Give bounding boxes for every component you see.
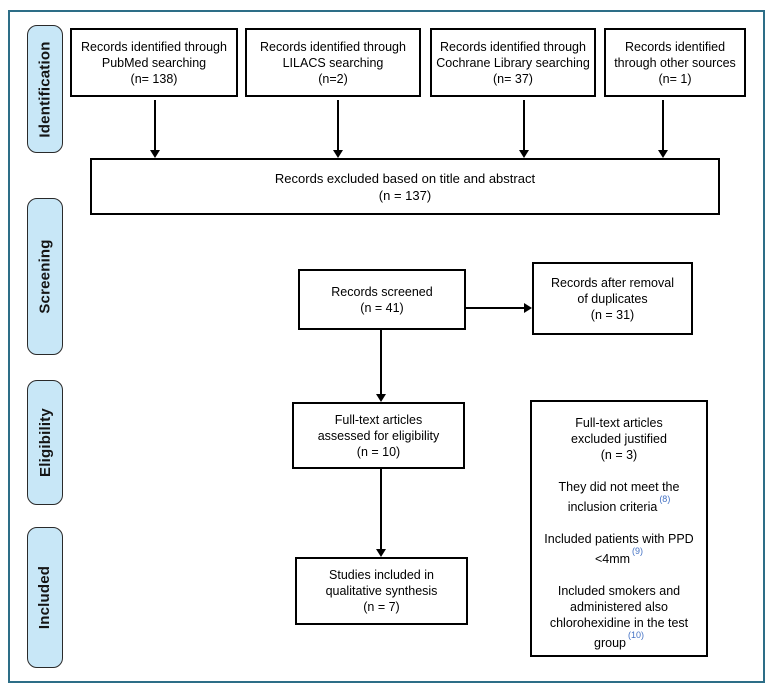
box-other-sources-records: Records identified through other sources… <box>604 28 746 97</box>
box-count: (n = 7) <box>363 600 400 614</box>
box-text: PubMed searching <box>101 55 207 70</box>
arrow-fulltext-to-included <box>380 469 382 549</box>
stage-identification: Identification <box>27 25 63 153</box>
box-text: Studies included in <box>329 568 434 582</box>
box-text: Records screened <box>331 284 433 299</box>
box-cochrane-records: Records identified through Cochrane Libr… <box>430 28 596 97</box>
box-count: (n = 31) <box>590 307 635 322</box>
box-lilacs-records: Records identified through LILACS search… <box>245 28 421 97</box>
box-text: Records identified through <box>260 39 406 54</box>
box-excluded-title-abstract: Records excluded based on title and abst… <box>90 158 720 215</box>
stage-screening: Screening <box>27 198 63 355</box>
box-text: through other sources <box>614 55 736 70</box>
citation-ref: (9) <box>632 546 644 557</box>
box-text: Records identified through <box>440 39 586 54</box>
arrow-lilacs-down <box>337 100 339 150</box>
box-count: (n = 3) <box>600 448 638 462</box>
box-text: Full-text articles <box>334 412 423 427</box>
arrow-cochrane-down <box>523 100 525 150</box>
box-text: Records identified through <box>81 39 227 54</box>
box-text: Records excluded based on title and abst… <box>274 170 536 186</box>
stage-screening-label: Screening <box>36 239 54 314</box>
box-count: (n = 137) <box>378 187 432 203</box>
box-fulltext-excluded: Full-text articles excluded justified (n… <box>530 400 708 657</box>
exclusion-reason-text: They did not meet the inclusion criteria <box>558 480 680 515</box>
exclusion-reason: Included patients with PPD <4mm(9) <box>540 531 698 567</box>
exclusion-reason-text: Included smokers and administered also c… <box>549 584 689 651</box>
arrow-pubmed-down <box>154 100 156 150</box>
box-text: Records identified <box>624 39 726 54</box>
box-records-screened: Records screened (n = 41) <box>298 269 466 330</box>
citation-ref: (10) <box>627 630 644 641</box>
box-text: qualitative synthesis <box>325 584 438 598</box>
box-count: (n = 10) <box>356 444 401 459</box>
stage-eligibility: Eligibility <box>27 380 63 505</box>
arrow-other-down <box>662 100 664 150</box>
arrow-screened-to-duplicates <box>466 307 524 309</box>
citation-ref: (8) <box>659 494 671 504</box>
box-count: (n= 37) <box>493 71 533 86</box>
stage-included-label: Included <box>36 565 54 630</box>
box-text: LILACS searching <box>282 55 384 70</box>
exclusion-reason: They did not meet the inclusion criteria… <box>540 479 698 515</box>
box-count: (n=2) <box>318 71 348 86</box>
box-fulltext-assessed: Full-text articles assessed for eligibil… <box>292 402 465 469</box>
arrow-screened-to-fulltext <box>380 330 382 394</box>
box-count: (n= 138) <box>130 71 178 86</box>
box-text: Cochrane Library searching <box>436 55 590 70</box>
box-count: (n = 41) <box>360 300 404 315</box>
box-text: excluded justified <box>571 432 667 446</box>
stage-included: Included <box>27 527 63 668</box>
stage-eligibility-label: Eligibility <box>36 408 54 477</box>
box-text: of duplicates <box>577 291 648 306</box>
box-text: Full-text articles <box>575 416 663 430</box>
exclusion-reason-text: Included patients with PPD <4mm <box>544 532 694 567</box>
exclusion-reason: Included smokers and administered also c… <box>540 583 698 651</box>
box-text: Records after removal <box>551 275 674 290</box>
box-after-duplicates: Records after removal of duplicates (n =… <box>532 262 693 335</box>
box-qualitative-synthesis: Studies included in qualitative synthesi… <box>295 557 468 625</box>
box-text: assessed for eligibility <box>317 428 440 443</box>
fulltext-excluded-header: Full-text articles excluded justified (n… <box>571 415 667 463</box>
box-pubmed-records: Records identified through PubMed search… <box>70 28 238 97</box>
stage-identification-label: Identification <box>36 40 54 138</box>
box-count: (n= 1) <box>658 71 692 86</box>
